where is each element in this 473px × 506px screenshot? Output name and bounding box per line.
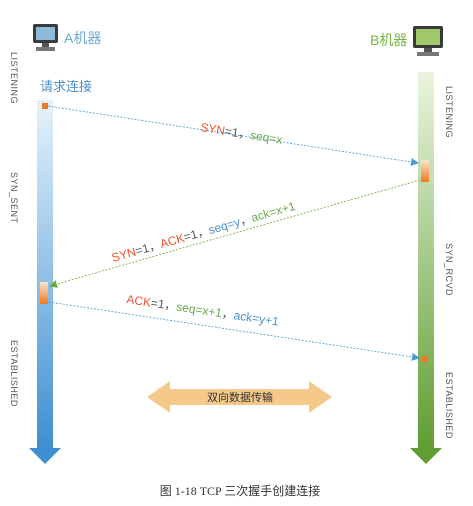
msg-syn-label: SYN=1，seq=x xyxy=(200,120,284,147)
state-b-established: ESTABLISHED xyxy=(444,372,454,439)
msg-1-part-1: =1， xyxy=(134,238,163,259)
msg-ack-label: ACK=1，seq=x+1，ack=y+1 xyxy=(126,292,281,329)
msg-1-part-3: =1， xyxy=(182,224,211,245)
msg-2-part-0: ACK xyxy=(126,292,152,309)
marker-b-recv-ack xyxy=(422,356,428,362)
marker-a-send-syn xyxy=(42,103,48,109)
computer-a-icon xyxy=(33,24,58,51)
msg-syn-ack-label: SYN=1，ACK=1，seq=y，ack=x+1 xyxy=(110,199,297,265)
request-connection-label: 请求连接 xyxy=(40,79,92,94)
msg-2-part-3: ， xyxy=(221,306,235,322)
state-a-syn-sent: SYN_SENT xyxy=(9,172,19,224)
computer-b-icon xyxy=(413,26,443,56)
state-a-established: ESTABLISHED xyxy=(9,340,19,407)
msg-2-part-2: seq=x+1 xyxy=(175,300,223,321)
ack-arrow xyxy=(48,301,420,361)
figure-caption: 图 1-18 TCP 三次握手创建连接 xyxy=(160,483,321,498)
msg-1-part-0: SYN xyxy=(110,245,138,265)
timeline-a xyxy=(29,100,61,464)
msg-1-part-2: ACK xyxy=(158,231,186,251)
state-b-syn-rcvd: SYN_RCVD xyxy=(444,243,454,296)
state-b-listening: LISTENING xyxy=(444,86,454,138)
host-a-label: A机器 xyxy=(64,30,101,46)
msg-0-part-2: seq=x xyxy=(249,128,283,147)
host-b-label: B机器 xyxy=(370,32,407,48)
bidirectional-transfer-arrow xyxy=(147,381,332,413)
marker-a-recv-synack xyxy=(40,282,48,304)
syn-arrow xyxy=(47,105,419,166)
msg-1-part-5: ， xyxy=(238,211,253,228)
msg-0-part-1: =1， xyxy=(224,124,252,142)
msg-0-part-0: SYN xyxy=(200,120,227,138)
msg-1-part-6: ack=x+1 xyxy=(249,199,297,225)
timeline-b xyxy=(410,72,442,464)
marker-b-recv-syn xyxy=(421,160,429,182)
transfer-label: 双向数据传输 xyxy=(207,390,273,404)
syn-ack-arrow xyxy=(49,179,421,288)
msg-2-part-1: =1， xyxy=(150,296,177,314)
msg-1-part-4: seq=y xyxy=(207,215,242,237)
msg-2-part-4: ack=y+1 xyxy=(233,308,280,329)
state-a-listening: LISTENING xyxy=(9,52,19,104)
